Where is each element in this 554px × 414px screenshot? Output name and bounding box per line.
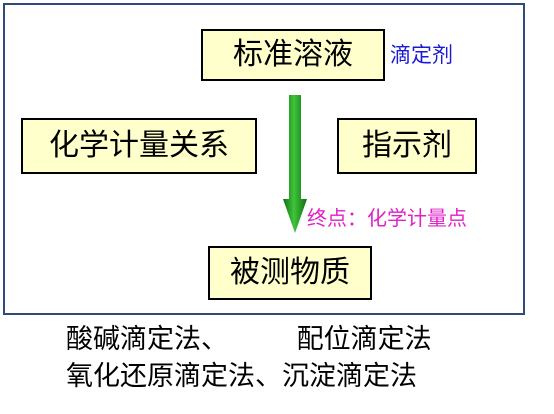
standard-solution-box: 标准溶液 bbox=[201, 29, 385, 81]
analyte-label: 被测物质 bbox=[230, 255, 350, 290]
indicator-label: 指示剂 bbox=[362, 128, 452, 163]
methods-line-1: 酸碱滴定法、 配位滴定法 bbox=[66, 324, 432, 355]
endpoint-label: 终点：化学计量点 bbox=[307, 206, 467, 230]
indicator-box: 指示剂 bbox=[337, 118, 477, 174]
standard-solution-label: 标准溶液 bbox=[233, 37, 353, 72]
down-arrow-icon bbox=[283, 95, 307, 233]
stoichiometric-relation-box: 化学计量关系 bbox=[21, 118, 257, 174]
methods-line-2: 氧化还原滴定法、沉淀滴定法 bbox=[66, 361, 417, 392]
analyte-box: 被测物质 bbox=[208, 246, 372, 300]
diagram-frame: 标准溶液 滴定剂 化学计量关系 指示剂 终点：化学计量点 被测物质 bbox=[3, 3, 525, 315]
stoichiometric-relation-label: 化学计量关系 bbox=[49, 128, 229, 163]
titrant-label: 滴定剂 bbox=[390, 43, 453, 67]
